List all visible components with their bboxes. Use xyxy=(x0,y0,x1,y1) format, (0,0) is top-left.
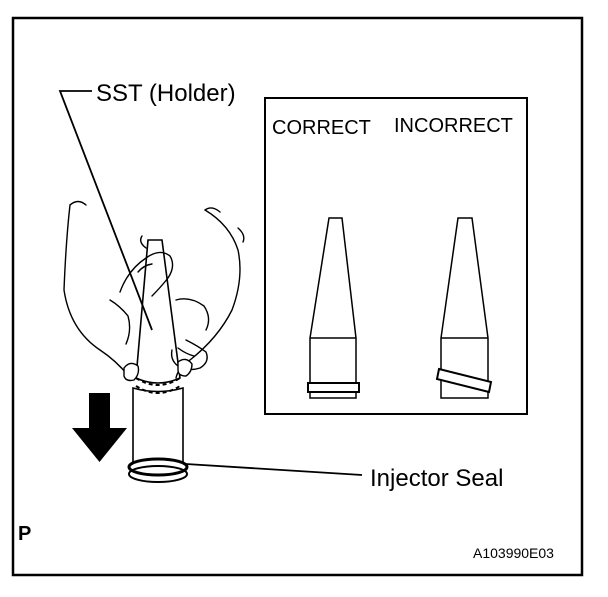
sst-holder xyxy=(135,239,181,394)
sst-holder-label: SST (Holder) xyxy=(96,80,236,107)
outer-frame xyxy=(11,16,584,577)
correct-label: CORRECT xyxy=(272,117,371,139)
down-arrow-icon xyxy=(72,393,127,462)
main-injector xyxy=(127,386,189,483)
injector-seal-leader xyxy=(185,463,363,476)
injector-seal-label: Injector Seal xyxy=(370,465,503,492)
hand-illustration xyxy=(63,200,245,382)
figure-id: A103990E03 xyxy=(473,545,554,561)
sst-leader xyxy=(58,90,153,331)
incorrect-seal xyxy=(435,367,493,394)
incorrect-label: INCORRECT xyxy=(394,115,513,137)
incorrect-injector xyxy=(435,217,493,399)
corner-code: P xyxy=(18,523,31,545)
correct-injector xyxy=(307,217,360,399)
correct-seal xyxy=(307,382,360,393)
